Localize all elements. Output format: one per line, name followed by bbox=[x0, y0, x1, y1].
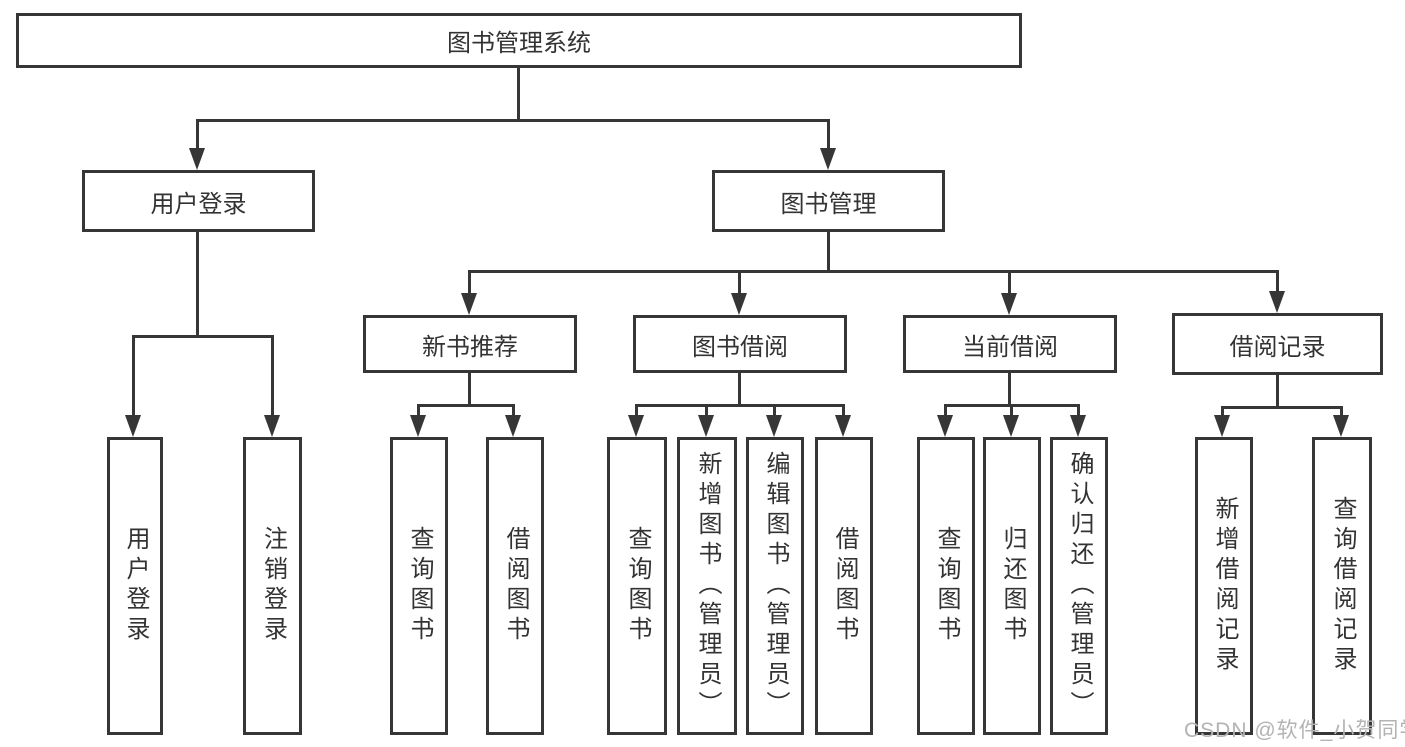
connector-current-borrow-stem bbox=[1008, 373, 1011, 406]
arrowhead-nb-leaf2 bbox=[505, 415, 521, 437]
connector-br-leaf2 bbox=[1340, 406, 1343, 417]
leaf-cb-return-book: 归还图书 bbox=[983, 437, 1041, 735]
connector-book-borrow-stem bbox=[738, 373, 741, 406]
connector-user-login-split bbox=[132, 335, 274, 338]
leaf-br-add-record: 新增借阅记录 bbox=[1195, 437, 1253, 735]
connector-borrow-records-stem bbox=[1276, 375, 1279, 409]
arrowhead-cb-leaf3 bbox=[1070, 415, 1086, 437]
arrowhead-login-leaf bbox=[125, 415, 141, 437]
connector-new-book-stem bbox=[468, 373, 471, 406]
node-book-management: 图书管理 bbox=[712, 170, 945, 232]
leaf-logout: 注销登录 bbox=[243, 437, 302, 735]
arrowhead-cb-leaf1 bbox=[937, 415, 953, 437]
arrowhead-user-login bbox=[189, 148, 205, 170]
connector-borrow-records-split bbox=[1221, 406, 1343, 409]
connector-br-leaf1 bbox=[1221, 406, 1224, 417]
connector-to-new-book bbox=[468, 270, 471, 295]
connector-cb-leaf2 bbox=[1010, 404, 1013, 417]
connector-root-split bbox=[196, 119, 830, 122]
leaf-bb-borrow-book: 借阅图书 bbox=[815, 437, 873, 735]
csdn-watermark: CSDN @软件_小贺同学 bbox=[1184, 719, 1405, 742]
leaf-user-login: 用户登录 bbox=[107, 437, 163, 735]
node-borrow-records: 借阅记录 bbox=[1172, 313, 1383, 375]
connector-bb-leaf2 bbox=[705, 404, 708, 417]
connector-bb-leaf1 bbox=[635, 404, 638, 417]
arrowhead-br-leaf2 bbox=[1333, 415, 1349, 437]
connector-user-login-stem bbox=[196, 232, 199, 338]
leaf-br-query-record: 查询借阅记录 bbox=[1312, 437, 1372, 735]
arrowhead-book-management bbox=[820, 148, 836, 170]
arrowhead-cb-leaf2 bbox=[1003, 415, 1019, 437]
leaf-bb-query-book: 查询图书 bbox=[607, 437, 667, 735]
leaf-nb-query-book: 查询图书 bbox=[390, 437, 448, 735]
connector-nb-leaf1 bbox=[417, 404, 420, 417]
connector-bb-leaf4 bbox=[842, 404, 845, 417]
node-user-login: 用户登录 bbox=[82, 170, 315, 232]
connector-cb-leaf1 bbox=[944, 404, 947, 417]
connector-to-borrow-records bbox=[1276, 270, 1279, 295]
connector-to-login-leaf bbox=[132, 335, 135, 417]
node-new-book-recommend: 新书推荐 bbox=[363, 315, 577, 373]
connector-new-book-split bbox=[417, 404, 515, 407]
arrowhead-bb-leaf1 bbox=[628, 415, 644, 437]
leaf-cb-query-book: 查询图书 bbox=[917, 437, 975, 735]
leaf-bb-edit-book-admin: 编辑图书（管理员） bbox=[746, 437, 804, 735]
arrowhead-bb-leaf4 bbox=[835, 415, 851, 437]
leaf-bb-add-book-admin: 新增图书（管理员） bbox=[677, 437, 737, 735]
arrowhead-logout-leaf bbox=[264, 415, 280, 437]
node-root-system: 图书管理系统 bbox=[16, 13, 1022, 68]
connector-to-user-login bbox=[196, 119, 199, 150]
node-current-borrow: 当前借阅 bbox=[903, 315, 1117, 373]
connector-book-management-split bbox=[468, 270, 1279, 273]
connector-bb-leaf3 bbox=[773, 404, 776, 417]
arrowhead-br-leaf1 bbox=[1214, 415, 1230, 437]
connector-book-management-stem bbox=[827, 232, 830, 273]
connector-cb-leaf3 bbox=[1077, 404, 1080, 417]
connector-to-book-management bbox=[827, 119, 830, 150]
node-book-borrow: 图书借阅 bbox=[633, 315, 847, 373]
connector-to-logout-leaf bbox=[271, 335, 274, 417]
leaf-nb-borrow-book: 借阅图书 bbox=[486, 437, 544, 735]
connector-root-stem bbox=[517, 68, 520, 121]
arrowhead-nb-leaf1 bbox=[410, 415, 426, 437]
arrowhead-bb-leaf3 bbox=[766, 415, 782, 437]
connector-to-book-borrow bbox=[738, 270, 741, 295]
arrowhead-borrow-records bbox=[1269, 291, 1285, 313]
leaf-cb-confirm-return-admin: 确认归还（管理员） bbox=[1050, 437, 1108, 735]
arrowhead-book-borrow bbox=[731, 293, 747, 315]
arrowhead-bb-leaf2 bbox=[698, 415, 714, 437]
connector-to-current-borrow bbox=[1008, 270, 1011, 295]
connector-book-borrow-split bbox=[635, 404, 845, 407]
connector-nb-leaf2 bbox=[512, 404, 515, 417]
arrowhead-new-book bbox=[461, 293, 477, 315]
arrowhead-current-borrow bbox=[1001, 293, 1017, 315]
